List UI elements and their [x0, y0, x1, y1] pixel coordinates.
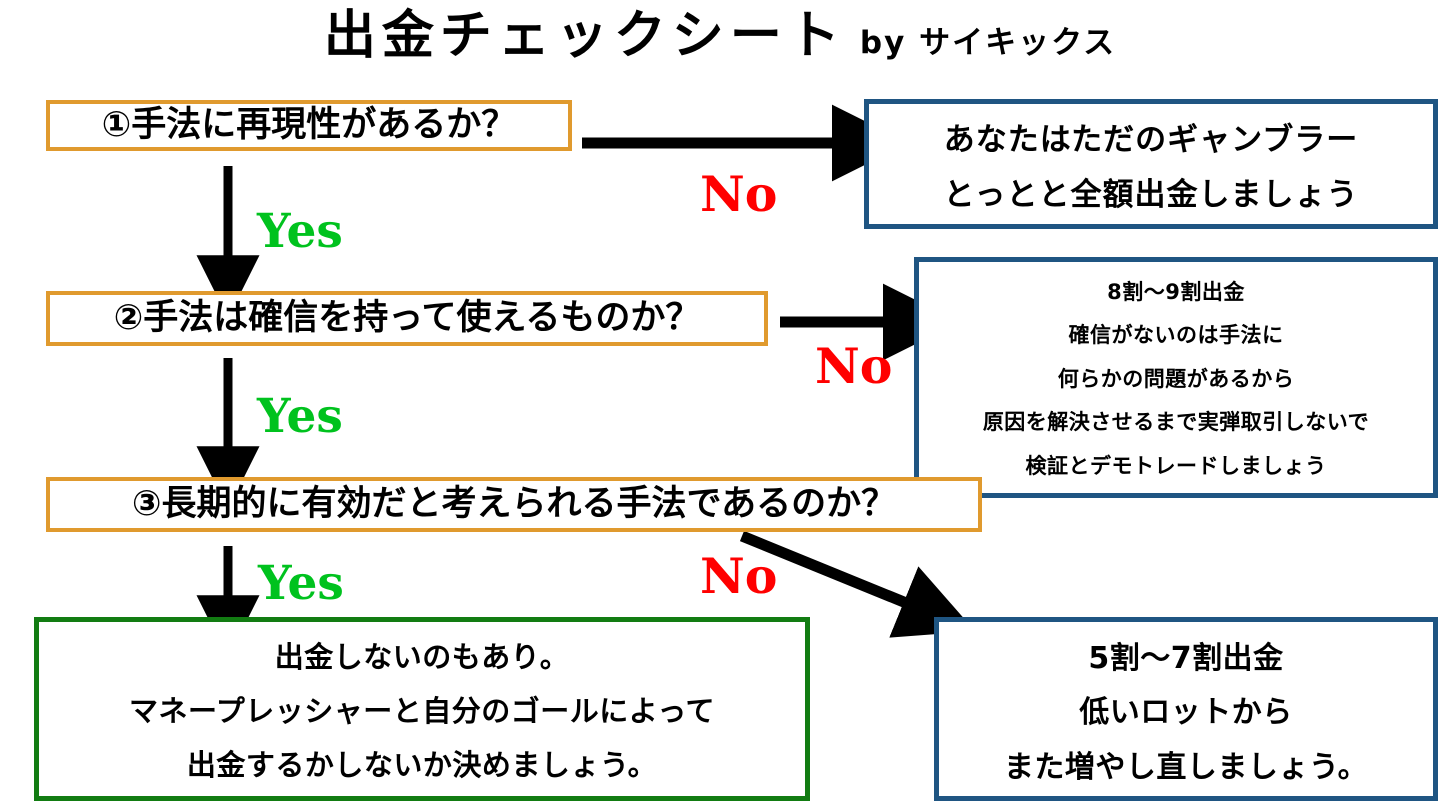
question-3-text: ③長期的に有効だと考えられる手法であるのか？ — [131, 484, 897, 525]
question-2-text: ②手法は確信を持って使えるものか？ — [113, 298, 701, 339]
outcome-no-withdraw-line-1: 出金しないのもあり。 — [274, 640, 570, 674]
outcome-80-90-line-5: 検証とデモトレードしましょう — [1025, 453, 1327, 478]
outcome-box-withdraw-80-90[interactable]: 8割〜9割出金 確信がないのは手法に 何らかの問題があるから 原因を解決させるま… — [914, 257, 1438, 498]
outcome-gambler-line-1: あなたはただのギャンブラー — [943, 122, 1359, 158]
edge-label-no-3: No — [700, 547, 778, 605]
question-box-2[interactable]: ②手法は確信を持って使えるものか？ — [46, 291, 768, 346]
chart-title: 出金チェックシート by サイキックス — [0, 10, 1440, 62]
outcome-box-no-withdraw[interactable]: 出金しないのもあり。 マネープレッシャーと自分のゴールによって 出金するかしない… — [34, 617, 810, 801]
edge-label-no-1: No — [700, 165, 778, 223]
outcome-80-90-line-3: 何らかの問題があるから — [1057, 366, 1295, 391]
outcome-no-withdraw-line-3: 出金するかしないか決めましょう。 — [186, 748, 658, 782]
title-byline-text: by サイキックス — [859, 25, 1117, 61]
outcome-box-withdraw-50-70[interactable]: 5割〜7割出金 低いロットから また増やし直しましょう。 — [934, 617, 1438, 801]
question-box-3[interactable]: ③長期的に有効だと考えられる手法であるのか？ — [46, 477, 982, 532]
outcome-no-withdraw-line-2: マネープレッシャーと自分のゴールによって — [129, 694, 715, 728]
edge-label-yes-1: Yes — [257, 204, 343, 259]
title-main-text: 出金チェックシート — [323, 6, 846, 66]
edge-label-yes-3: Yes — [258, 556, 344, 611]
outcome-box-gambler[interactable]: あなたはただのギャンブラー とっとと全額出金しましょう — [864, 99, 1438, 229]
outcome-50-70-line-1: 5割〜7割出金 — [1088, 640, 1284, 676]
outcome-80-90-line-2: 確信がないのは手法に — [1068, 323, 1284, 347]
outcome-80-90-line-4: 原因を解決させるまで実弾取引しないで — [982, 410, 1370, 434]
edge-label-no-2: No — [815, 337, 893, 395]
outcome-gambler-line-2: とっとと全額出金しましょう — [943, 177, 1359, 213]
edge-label-yes-2: Yes — [257, 389, 343, 444]
outcome-80-90-line-1: 8割〜9割出金 — [1107, 279, 1245, 304]
outcome-50-70-line-3: また増やし直しましょう。 — [1003, 749, 1369, 785]
question-1-text: ①手法に再現性があるか？ — [101, 105, 517, 146]
question-box-1[interactable]: ①手法に再現性があるか？ — [46, 100, 572, 151]
outcome-50-70-line-2: 低いロットから — [1079, 695, 1293, 730]
